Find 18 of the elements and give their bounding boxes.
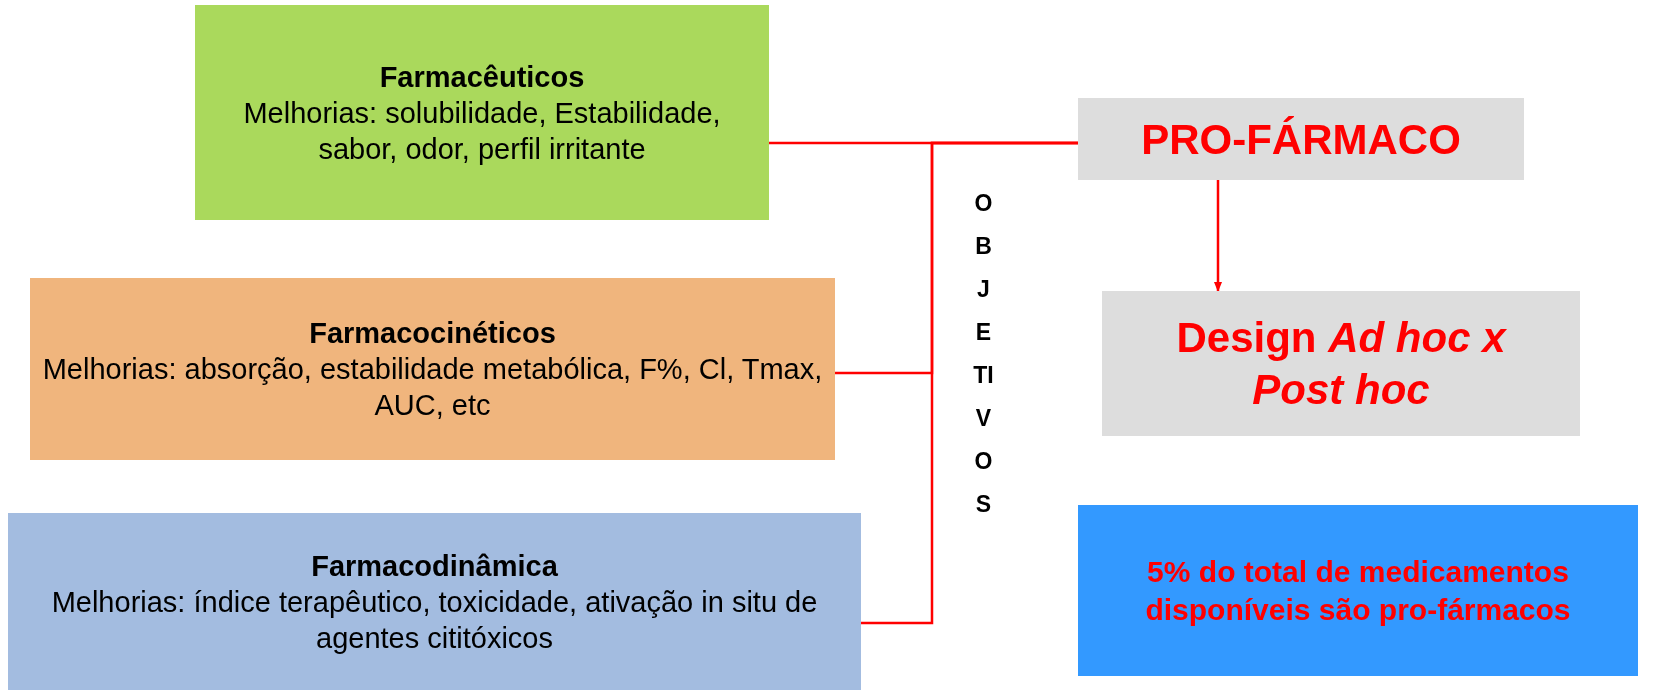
connector-line — [861, 141, 1078, 625]
category-description: Melhorias: índice terapêutico, toxicidade, ativação in situ de agentes cititóxicos — [50, 584, 819, 656]
category-heading: Farmacocinéticos — [309, 316, 556, 351]
category-heading: Farmacodinâmica — [311, 548, 558, 584]
category-box — [195, 5, 769, 220]
note-box — [1078, 505, 1638, 676]
title-box — [1102, 291, 1580, 436]
category-box — [30, 278, 835, 460]
design-text: Design Ad hoc x Post hoc — [1175, 312, 1508, 415]
title-text: PRO-FÁRMACO — [1141, 114, 1461, 165]
title-box — [1078, 98, 1524, 180]
vertical-label: OBJETIVOS — [972, 189, 995, 519]
category-description: Melhorias: solubilidade, Estabilidade, sabor, odor, perfil irritante — [242, 95, 722, 167]
category-description: Melhorias: absorção, estabilidade metabólica, F%, Cl, Tmax, AUC, etc — [41, 352, 824, 423]
connector-line — [1214, 180, 1222, 292]
note-text: 5% do total de medicamentos disponíveis são pro-fármacos — [1144, 553, 1572, 628]
category-heading: Farmacêuticos — [379, 59, 585, 95]
category-box — [8, 513, 861, 690]
